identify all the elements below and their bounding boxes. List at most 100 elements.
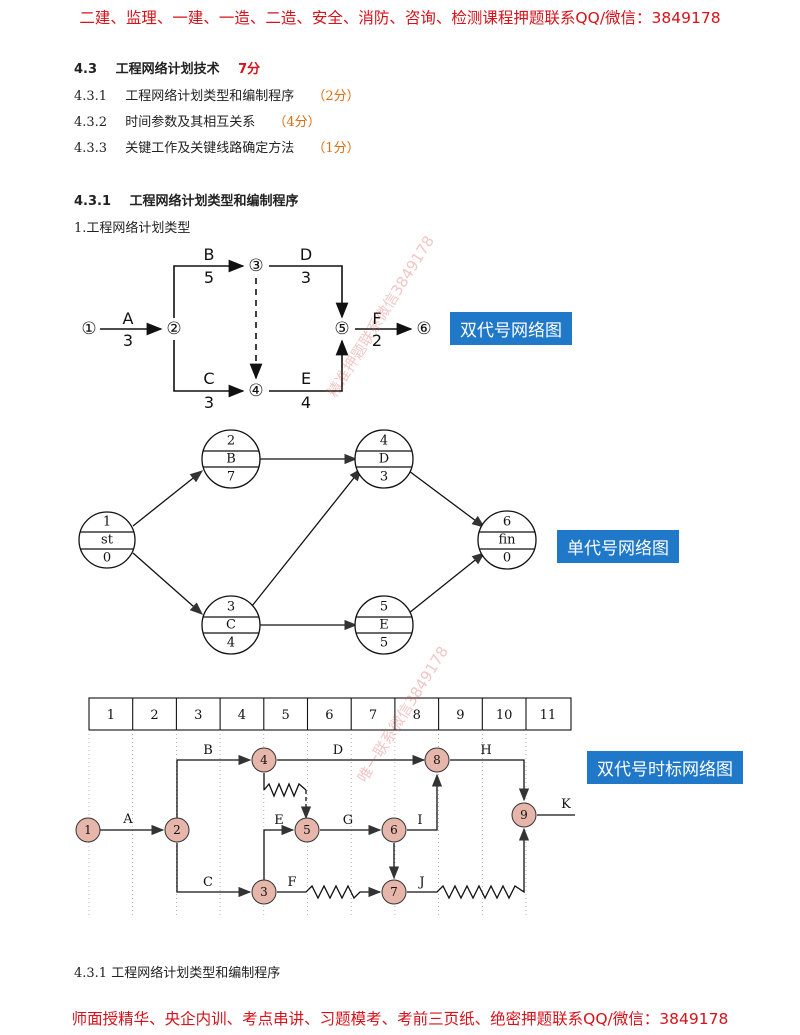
time-scale-label: 7 (369, 708, 377, 723)
tl-dummy-wave-4-5 (263, 782, 307, 798)
tl-node-7: 7 (390, 885, 398, 899)
activity-duration-A: 3 (123, 331, 133, 350)
activity-duration-F: 2 (372, 331, 382, 350)
node-1: ① (81, 319, 96, 339)
activity-name-F: F (372, 309, 381, 328)
aon-node-2-dur: 7 (227, 470, 235, 485)
tl-node-1-circle (75, 817, 101, 843)
section-heading: 4.3 工程网络计划技术 7分 (74, 58, 260, 77)
link-3-4 (251, 467, 362, 607)
subsection-score: （1分） (312, 141, 360, 156)
arrow-B (173, 259, 245, 318)
tl-node-2: 2 (173, 823, 181, 837)
subsection-4-3-3: 4.3.3 关键工作及关键线路确定方法 （1分） (74, 137, 360, 156)
activity-duration-D: 3 (301, 268, 311, 287)
activity-duration-E: 4 (301, 393, 311, 412)
arrow-C (173, 340, 245, 398)
tl-activity-I: I (417, 813, 422, 828)
subsection-title: 工程网络计划类型和编制程序 (125, 89, 295, 104)
node-2: ② (166, 319, 181, 339)
aon-node-1-dur: 0 (103, 551, 111, 566)
tl-arrow-E (263, 824, 295, 880)
tl-arrow-J (407, 827, 530, 900)
subsection-score: （2分） (312, 89, 360, 104)
node-6: ⑥ (416, 319, 431, 339)
time-scale-label: 5 (282, 708, 290, 723)
time-scale-label: 10 (496, 708, 513, 723)
aon-node-3-dur: 4 (227, 636, 235, 651)
double-code-label: 双代号网络图 (450, 312, 572, 345)
subsection-4-3-2: 4.3.2 时间参数及其相互关系 （4分） (74, 111, 321, 130)
subsection-number: 4.3.1 (74, 89, 108, 104)
tl-activity-H: H (480, 743, 491, 758)
link-1-3 (132, 552, 203, 615)
tl-activity-E: E (274, 813, 284, 828)
tl-arrow-F-wave (277, 884, 380, 900)
aon-node-2-num: 2 (227, 434, 235, 449)
time-scale-label: 9 (456, 708, 464, 723)
time-scale-label: 1 (107, 708, 115, 723)
subsection-number: 4.3.2 (74, 115, 108, 130)
aon-node-2-name: B (226, 452, 236, 467)
time-scale-label: 2 (150, 708, 158, 723)
aon-node-6-dur: 0 (503, 551, 511, 566)
time-scale-label: 3 (194, 708, 202, 723)
aon-node-3-num: 3 (227, 600, 235, 615)
tl-arrow-H (450, 759, 530, 802)
arrow-E (269, 339, 349, 392)
bottom-banner: 师面授精华、央企内训、考点串讲、习题模考、考前三页纸、绝密押题联系QQ/微信：3… (71, 1010, 729, 1028)
tl-node-9-circle (511, 802, 537, 828)
footer-section-line: 4.3.1 工程网络计划类型和编制程序 (74, 966, 281, 981)
activity-name-E: E (301, 369, 311, 388)
aon-node-6-name: fin (498, 533, 516, 548)
aon-node-3-name: C (226, 618, 236, 633)
tl-node-4-circle (251, 747, 277, 773)
tl-activity-G: G (343, 813, 353, 828)
tl-node-3-circle (251, 879, 277, 905)
aon-node-4-name: D (379, 452, 389, 467)
aon-node-5-name: E (379, 618, 389, 633)
subsection-4-3-1: 4.3.1 工程网络计划类型和编制程序 （2分） (74, 85, 360, 104)
tl-node-3: 3 (260, 885, 268, 899)
subsection-score: （4分） (273, 115, 321, 130)
aon-node-2 (201, 429, 261, 489)
time-scaled-label: 双代号时标网络图 (587, 751, 743, 784)
aon-node-5 (354, 595, 414, 655)
tl-node-7-circle (381, 879, 407, 905)
tl-arrow-I (407, 773, 443, 831)
activity-name-C: C (203, 369, 214, 388)
activity-name-D: D (300, 245, 312, 264)
content-heading: 4.3.1 工程网络计划类型和编制程序 (74, 190, 299, 209)
link-4-6 (408, 470, 486, 528)
tl-activity-F: F (287, 875, 296, 890)
aon-node-1-name: st (101, 533, 114, 548)
single-code-label: 单代号网络图 (557, 530, 679, 563)
aon-node-6 (477, 510, 537, 570)
tl-arrow-B (176, 754, 252, 818)
tl-activity-J: J (417, 875, 424, 890)
time-scale-label: 11 (540, 708, 557, 723)
aon-node-3 (201, 595, 261, 655)
activity-name-B: B (204, 245, 215, 264)
activity-name-A: A (123, 309, 134, 328)
tl-activity-A: A (122, 812, 133, 827)
heading-number: 4.3.1 (74, 194, 112, 209)
aon-node-1-num: 1 (103, 515, 111, 530)
time-scale-label: 6 (325, 708, 333, 723)
aon-node-4-dur: 3 (380, 470, 388, 485)
aon-node-4 (354, 429, 414, 489)
arrow-D (269, 265, 349, 319)
section-score: 7分 (238, 62, 261, 77)
time-scale-label: 4 (238, 708, 246, 723)
section-title: 工程网络计划技术 (115, 62, 220, 77)
tl-node-4: 4 (260, 753, 268, 767)
node-4: ④ (248, 381, 263, 401)
subsection-title: 时间参数及其相互关系 (125, 115, 256, 130)
link-5-6 (408, 552, 486, 614)
tl-node-1: 1 (84, 823, 92, 837)
tl-node-8-circle (424, 747, 450, 773)
activity-duration-B: 5 (204, 268, 214, 287)
tl-activity-D: D (333, 743, 343, 758)
